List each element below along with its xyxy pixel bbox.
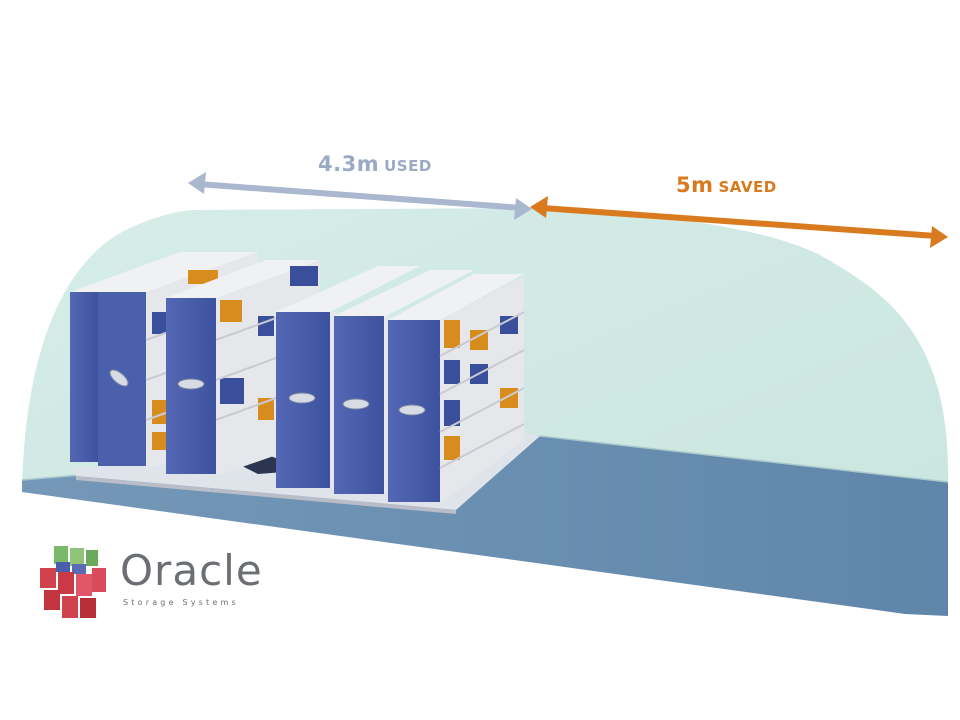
logo-wordmark: Oracle <box>120 546 263 595</box>
logo-tagline: Storage Systems <box>123 598 239 607</box>
used-word: USED <box>384 157 432 175</box>
saved-word: SAVED <box>718 178 777 196</box>
oracle-logo: Oracle Storage Systems <box>34 540 294 630</box>
mobile-cabinet <box>276 266 420 488</box>
stacked-cubes-logo-icon <box>40 546 106 618</box>
used-value: 4.3m <box>318 152 380 176</box>
saved-dimension-arrow <box>530 196 948 248</box>
used-dimension-arrow <box>188 172 532 220</box>
mobile-cabinet <box>388 274 525 504</box>
saved-value: 5m <box>676 173 714 197</box>
mobile-cabinet <box>334 270 474 494</box>
